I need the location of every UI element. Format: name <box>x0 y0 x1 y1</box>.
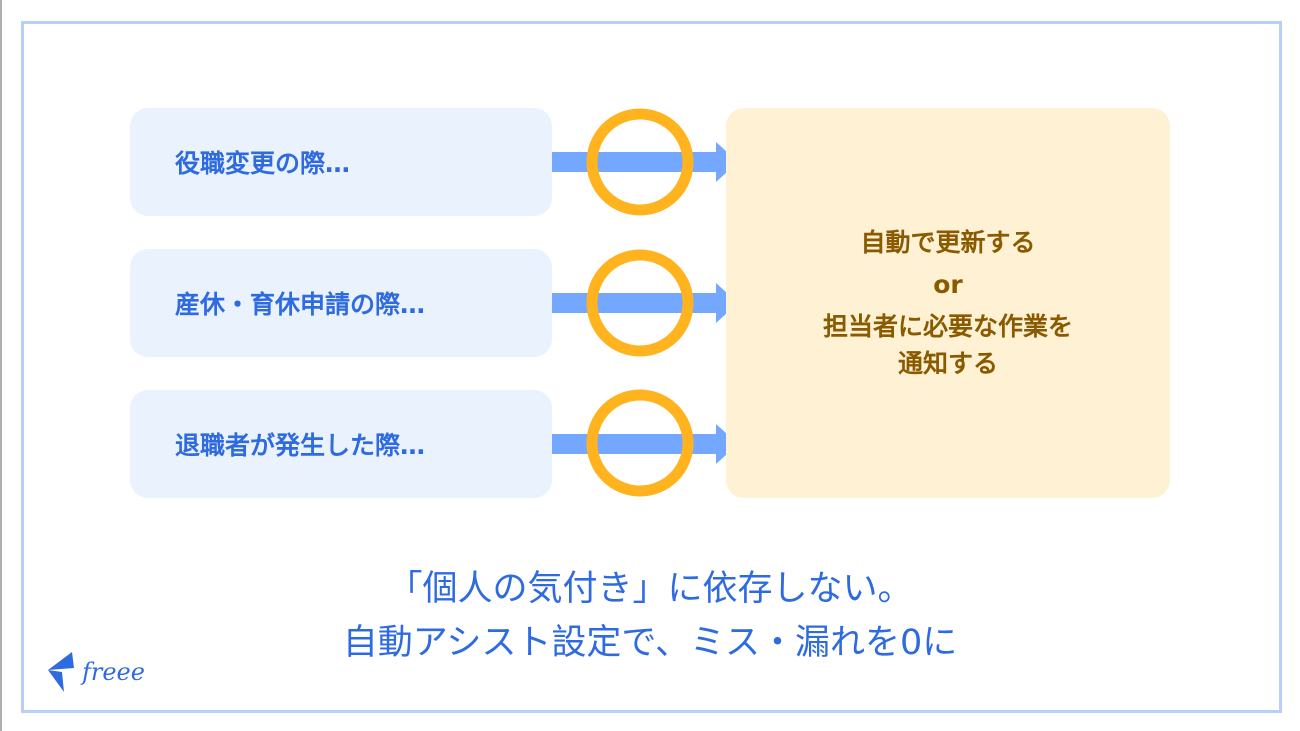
trigger-box-leave: 産休・育休申請の際… <box>130 249 552 357</box>
circle-icon <box>586 249 694 357</box>
bird-icon <box>48 652 74 692</box>
trigger-label: 退職者が発生した際… <box>175 431 426 460</box>
result-notify: 担当者に必要な作業を <box>822 312 1073 341</box>
freee-logo: freee <box>44 650 145 694</box>
tagline-line2: 自動アシスト設定で、ミス・漏れを0に <box>342 623 958 663</box>
result-auto-update: 自動で更新する <box>860 228 1036 257</box>
circle-icon <box>586 389 694 497</box>
trigger-label: 役職変更の際… <box>175 149 351 178</box>
left-edge-line <box>0 0 2 731</box>
result-or: or <box>933 270 963 299</box>
tagline-line1: 「個人の気付き」に依存しない。 <box>387 569 913 609</box>
result-box: 自動で更新する or 担当者に必要な作業を 通知する <box>726 108 1170 498</box>
logo-text: freee <box>82 658 145 686</box>
circle-icon <box>586 108 694 216</box>
result-notify-2: 通知する <box>897 349 998 378</box>
trigger-box-retirement: 退職者が発生した際… <box>130 390 552 498</box>
trigger-box-role-change: 役職変更の際… <box>130 108 552 216</box>
check-circle-icons <box>586 108 694 497</box>
slide-frame <box>21 21 1282 713</box>
trigger-label: 産休・育休申請の際… <box>175 290 426 319</box>
